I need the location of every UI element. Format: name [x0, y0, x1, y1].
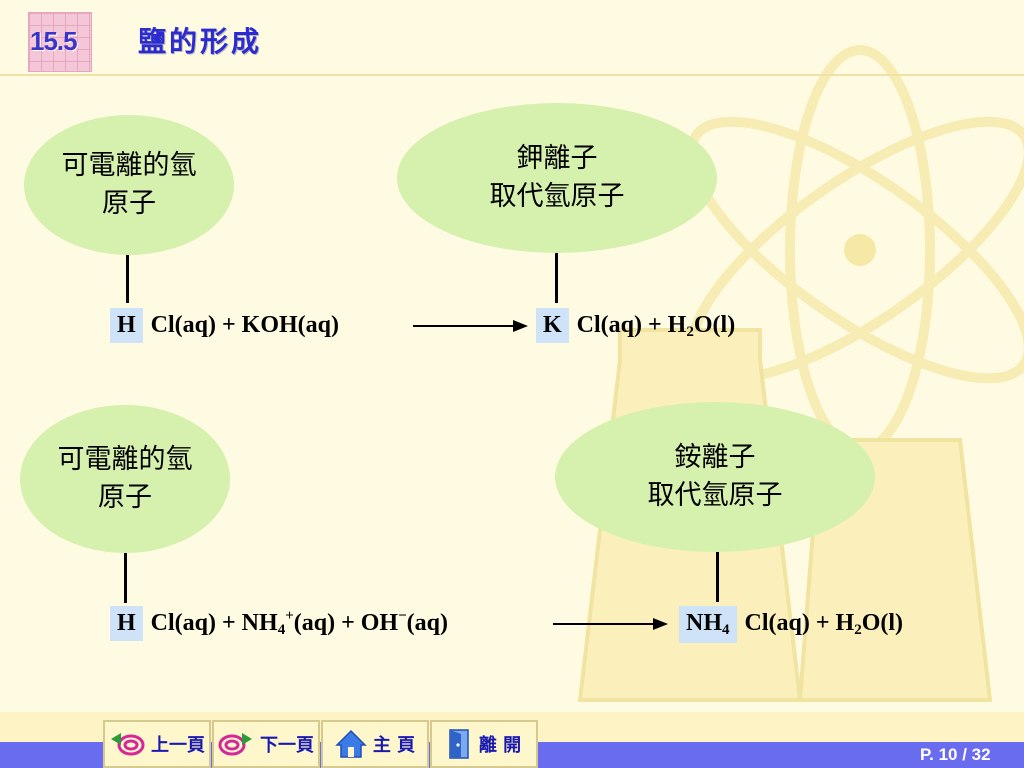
- rhs-text-a: Cl(aq) + H: [744, 610, 855, 636]
- lhs-superscript-2: −: [398, 608, 407, 624]
- header-divider: [0, 74, 1024, 76]
- ammonium-subscript: 4: [722, 622, 730, 638]
- swirl-left-icon: [111, 733, 145, 756]
- reaction-arrow: [413, 320, 528, 332]
- lhs-text-a: Cl(aq) + NH: [150, 610, 278, 636]
- lhs-subscript: 4: [277, 622, 286, 638]
- rhs-text-b: O(l): [861, 610, 904, 636]
- potassium-highlight: K: [536, 308, 569, 343]
- home-button[interactable]: 主 頁: [321, 720, 429, 768]
- hydrogen-highlight: H: [110, 606, 143, 641]
- door-icon: [449, 729, 469, 759]
- lhs-text: Cl(aq) + KOH(aq): [150, 312, 340, 338]
- bubble-line-1: 可電離的氫: [57, 444, 193, 475]
- page-title: 鹽的形成: [138, 25, 263, 58]
- next-page-button[interactable]: 下一頁: [212, 720, 320, 768]
- equation-1-lhs: H Cl(aq) + KOH(aq): [110, 308, 339, 343]
- hydrogen-highlight: H: [110, 308, 143, 343]
- ammonium-text: NH: [686, 610, 722, 636]
- exit-label: 離 開: [478, 735, 522, 756]
- connector-line: [716, 552, 719, 602]
- lhs-superscript: +: [285, 608, 294, 624]
- next-page-label: 下一頁: [260, 735, 314, 756]
- section-badge: [28, 12, 92, 72]
- bubble-ammonium-replaces: 銨離子 取代氫原子: [555, 402, 875, 552]
- bubble-ionizable-hydrogen-2: 可電離的氫 原子: [20, 405, 230, 553]
- bubble-line-2: 原子: [102, 188, 156, 219]
- bubble-line-2: 取代氫原子: [647, 480, 783, 511]
- ammonium-highlight: NH4: [679, 606, 737, 643]
- bubble-line-1: 可電離的氫: [61, 150, 197, 181]
- swirl-right-icon: [218, 733, 252, 756]
- bubble-line-2: 取代氫原子: [489, 181, 625, 212]
- section-number: 15.5: [30, 26, 78, 56]
- equation-1-rhs: K Cl(aq) + H2O(l): [536, 308, 735, 343]
- bubble-ionizable-hydrogen-1: 可電離的氫 原子: [24, 115, 234, 255]
- exit-button[interactable]: 離 開: [430, 720, 538, 768]
- prev-page-label: 上一頁: [151, 735, 205, 756]
- equation-2-lhs: H Cl(aq) + NH4+(aq) + OH−(aq): [110, 606, 448, 641]
- page-number: P. 10 / 32: [920, 745, 991, 764]
- connector-line: [126, 255, 129, 303]
- rhs-subscript: 2: [854, 622, 862, 638]
- prev-page-button[interactable]: 上一頁: [103, 720, 211, 768]
- home-label: 主 頁: [372, 735, 416, 756]
- rhs-text-a: Cl(aq) + H: [576, 312, 687, 338]
- equation-2-rhs: NH4 Cl(aq) + H2O(l): [679, 606, 903, 643]
- bubble-potassium-replaces: 鉀離子 取代氫原子: [397, 103, 717, 253]
- bubble-line-1: 銨離子: [674, 442, 756, 473]
- connector-line: [555, 253, 558, 303]
- rhs-subscript: 2: [686, 324, 694, 340]
- connector-line: [124, 553, 127, 603]
- lhs-text-c: (aq): [406, 610, 448, 636]
- bubble-line-2: 原子: [98, 482, 152, 513]
- lhs-text-b: (aq) + OH: [293, 610, 399, 636]
- bubble-line-1: 鉀離子: [516, 143, 598, 174]
- reaction-arrow: [553, 618, 668, 630]
- home-icon: [335, 729, 367, 758]
- rhs-text-b: O(l): [693, 312, 736, 338]
